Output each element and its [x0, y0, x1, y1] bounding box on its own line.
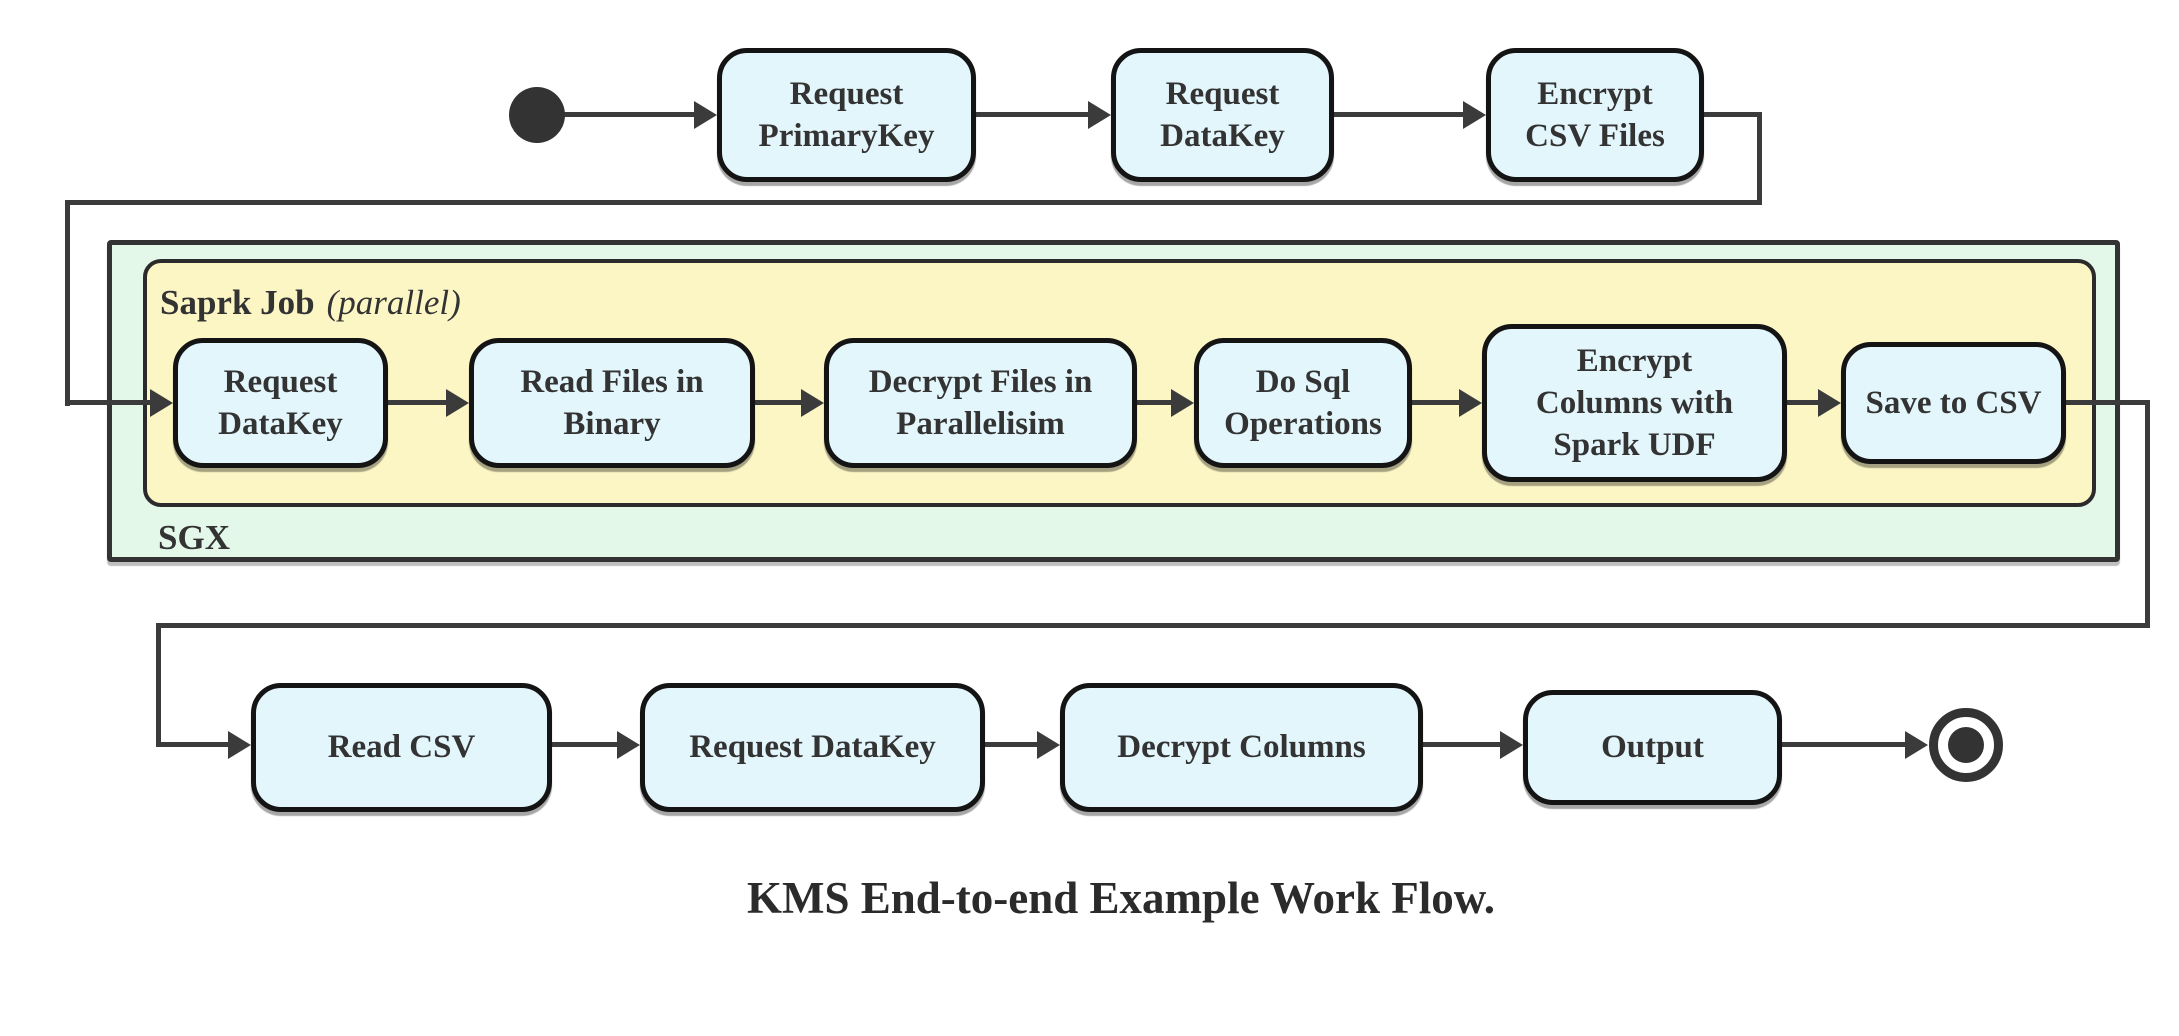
sgx-label: SGX [158, 518, 230, 557]
state-request-primarykey: Request PrimaryKey [717, 48, 976, 182]
state-output: Output [1523, 690, 1782, 805]
spark-job-parallel-note: (parallel) [326, 283, 461, 322]
state-sgx-request-datakey: Request DataKey [173, 338, 388, 468]
state-read-csv: Read CSV [251, 683, 552, 812]
state-read-files-in-binary: Read Files in Binary [469, 338, 755, 468]
end-state-icon [1929, 708, 2003, 782]
start-state-icon [509, 87, 565, 143]
spark-job-title: Saprk Job (parallel) [160, 283, 461, 323]
state-save-to-csv: Save to CSV [1841, 342, 2066, 464]
state-request-datakey-top: Request DataKey [1111, 48, 1334, 182]
end-state-inner-dot [1948, 727, 1984, 763]
diagram-caption: KMS End-to-end Example Work Flow. [746, 873, 1495, 923]
state-do-sql-operations: Do Sql Operations [1194, 338, 1412, 468]
state-encrypt-csv-files: Encrypt CSV Files [1486, 48, 1704, 182]
state-decrypt-columns: Decrypt Columns [1060, 683, 1423, 812]
spark-job-title-text: Saprk Job [160, 283, 315, 322]
state-decrypt-files-in-parallelisim: Decrypt Files in Parallelisim [824, 338, 1137, 468]
state-encrypt-columns-with-spark-udf: Encrypt Columns with Spark UDF [1482, 324, 1787, 482]
state-request-datakey-bottom: Request DataKey [640, 683, 985, 812]
